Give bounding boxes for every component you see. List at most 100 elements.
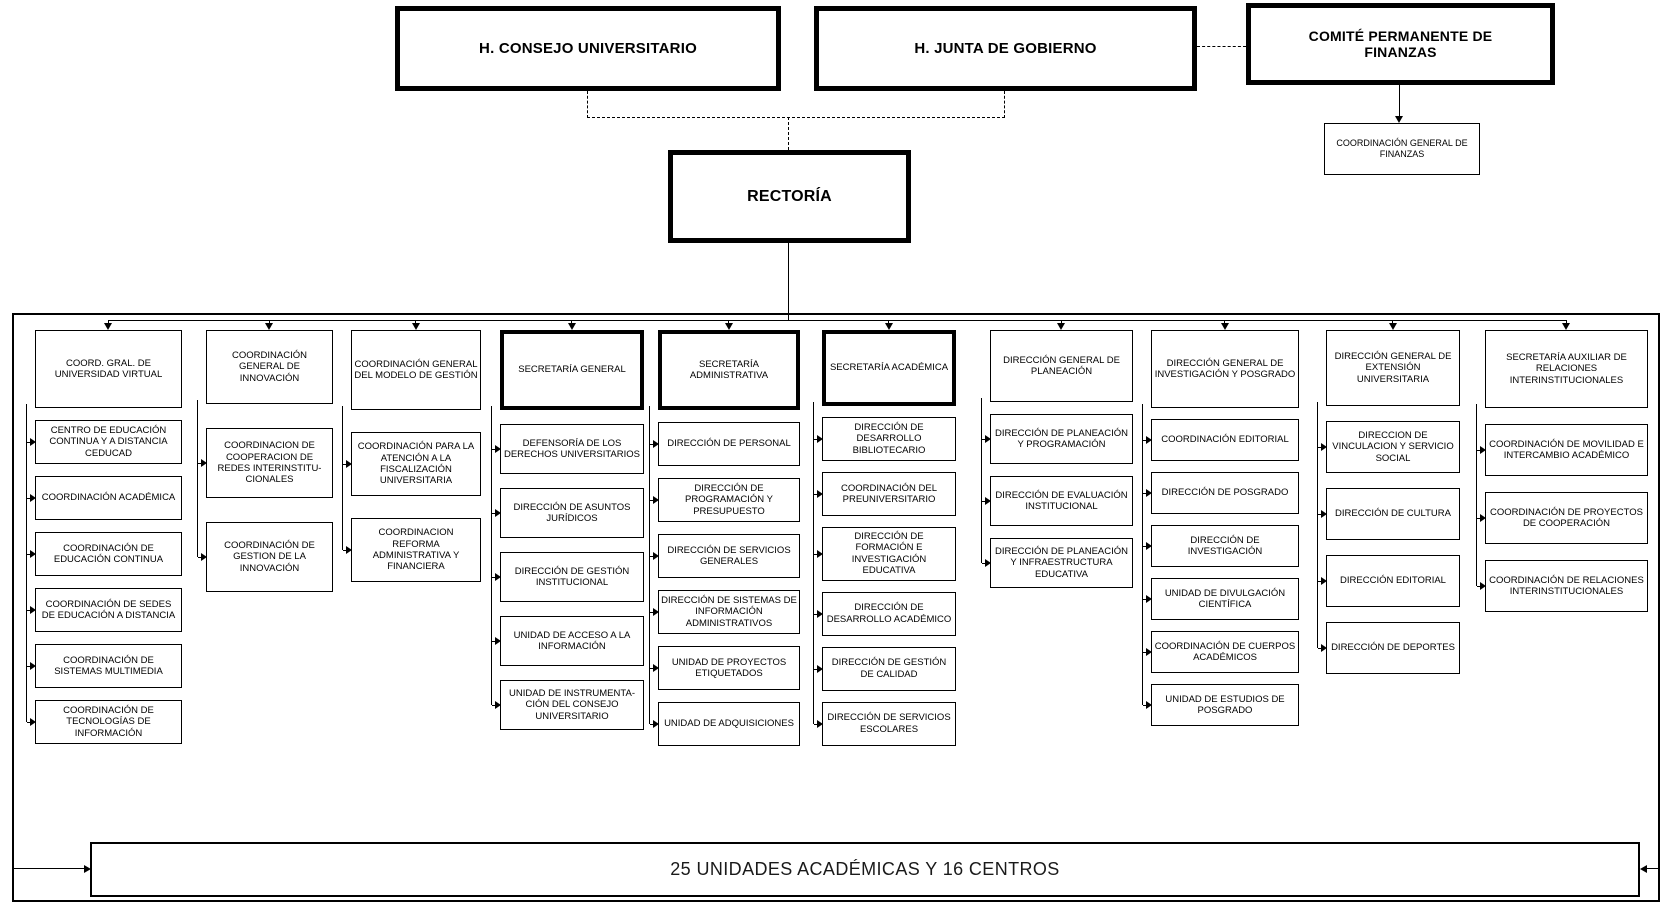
arrowhead-down — [1395, 116, 1403, 123]
org-column: SECRETARÍA ACADÉMICA DIRECCIÓN DE DESARRO… — [812, 330, 956, 746]
connector-line — [1392, 320, 1394, 325]
connector-line — [1399, 85, 1400, 118]
arrowhead-down — [1220, 323, 1229, 330]
org-box: COORDINACIÓN DE MOVILIDAD E INTERCAMBIO … — [1476, 424, 1648, 476]
org-box: COORDINACIÓN EDITORIAL — [1142, 419, 1299, 461]
arrowhead-down — [884, 323, 893, 330]
org-box: UNIDAD DE ESTUDIOS DE POSGRADO — [1142, 684, 1299, 726]
org-box: COORDINACIÓN PARA LA ATENCIÓN A LA FISCA… — [342, 432, 481, 496]
org-box: COORDINACIÓN DE CUERPOS ACADÉMICOS — [1142, 631, 1299, 673]
connector-line — [415, 320, 417, 325]
connector-rail — [1316, 402, 1318, 648]
box-rectoria: RECTORÍA — [668, 150, 911, 243]
org-head-box: SECRETARÍA ADMINISTRATIVA — [658, 330, 800, 410]
org-box: UNIDAD DE ADQUISICIONES — [649, 702, 800, 746]
arrowhead-down — [1562, 323, 1570, 330]
connector-rail — [196, 400, 198, 557]
org-column: SECRETARÍA AUXILIAR DE RELACIONES INTERI… — [1475, 330, 1648, 612]
org-box: DIRECCIÓN DE SERVICIOS ESCOLARES — [813, 701, 956, 746]
org-box: DIRECCIÓN DE PROGRAMACIÓN Y PRESUPUESTO — [649, 478, 800, 522]
connector-rail — [980, 398, 982, 563]
connector-line — [788, 243, 789, 320]
connector-rail — [648, 406, 650, 724]
org-box: DIRECCIÓN DE EVALUACIÓN INSTITUCIONAL — [981, 476, 1133, 526]
org-column: COORD. GRAL. DE UNIVERSIDAD VIRTUAL CENTR… — [25, 330, 182, 744]
org-box: DIRECCIÓN DE PERSONAL — [649, 422, 800, 466]
org-box: CENTRO DE EDUCACIÓN CONTINUA Y A DISTANC… — [26, 420, 182, 464]
org-box: COORDINACION DE COOPERACION DE REDES INT… — [197, 428, 333, 498]
org-box: DIRECCIÓN DE PLANEACIÓN Y PROGRAMACIÓN — [981, 414, 1133, 464]
org-chart-frame — [12, 313, 1660, 902]
org-box: DIRECCIÓN DE SERVICIOS GENERALES — [649, 534, 800, 578]
org-box: COORDINACIÓN DE GESTION DE LA INNOVACIÓN — [197, 522, 333, 592]
connector-rail — [341, 406, 343, 550]
org-box: COORDINACIÓN DE EDUCACIÓN CONTINUA — [26, 532, 182, 576]
connector-dashed — [1004, 91, 1005, 118]
org-head-box: SECRETARÍA ACADÉMICA — [822, 330, 956, 406]
connector-rail — [812, 402, 814, 724]
connector-dashed — [587, 91, 588, 118]
org-head-box: COORDINACIÓN GENERAL DE INNOVACIÓN — [206, 330, 333, 404]
connector-line — [1060, 320, 1062, 325]
org-box: COORDINACION REFORMA ADMINISTRATIVA Y FI… — [342, 518, 481, 582]
org-box: UNIDAD DE ACCESO A LA INFORMACIÓN — [491, 616, 644, 666]
org-box: DIRECCIÓN DE SISTEMAS DE INFORMACIÓN ADM… — [649, 590, 800, 634]
connector-line — [1647, 868, 1658, 869]
org-head-box: SECRETARÍA GENERAL — [500, 330, 644, 410]
org-box: DIRECCIÓN EDITORIAL — [1317, 555, 1460, 607]
org-box: COORDINACIÓN DE SISTEMAS MULTIMEDIA — [26, 644, 182, 688]
org-column: SECRETARÍA GENERAL DEFENSORÍA DE LOS DERE… — [490, 330, 644, 730]
arrowhead-down — [1388, 323, 1397, 330]
org-head-box: COORDINACIÓN GENERAL DEL MODELO DE GESTI… — [351, 330, 481, 410]
box-comite-permanente-finanzas: COMITÉ PERMANENTE DE FINANZAS — [1246, 3, 1555, 85]
arrowhead-left — [1640, 865, 1647, 873]
org-box: COORDINACIÓN ACADÉMICA — [26, 476, 182, 520]
arrowhead-down — [724, 323, 733, 330]
org-column: DIRECCIÓN GENERAL DE PLANEACIÓN DIRECCIÓN… — [980, 330, 1133, 588]
org-box: DIRECCIÓN DE DESARROLLO BIBLIOTECARIO — [813, 417, 956, 461]
arrowhead-down — [104, 323, 112, 330]
org-box: UNIDAD DE INSTRUMENTA-CIÓN DEL CONSEJO U… — [491, 680, 644, 730]
connector-rail — [1141, 404, 1143, 705]
connector-line — [268, 320, 270, 325]
org-box: COORDINACIÓN DEL PREUNIVERSITARIO — [813, 472, 956, 516]
connector-dashed — [587, 117, 1005, 118]
connector-line — [571, 320, 573, 325]
connector-line — [14, 868, 84, 869]
org-head-box: COORD. GRAL. DE UNIVERSIDAD VIRTUAL — [35, 330, 182, 408]
org-box: COORDINACIÓN DE PROYECTOS DE COOPERACIÓN — [1476, 492, 1648, 544]
arrowhead-down — [411, 323, 420, 330]
connector-line — [1565, 320, 1567, 325]
org-box: DIRECCIÓN DE DESARROLLO ACADÉMICO — [813, 591, 956, 636]
arrowhead-down — [567, 323, 576, 330]
arrowhead-down — [1057, 323, 1065, 330]
org-column: COORDINACIÓN GENERAL DE INNOVACIÓN COORDI… — [196, 330, 333, 592]
org-box: DIRECCIÓN DE INVESTIGACIÓN — [1142, 525, 1299, 567]
connector-rail — [490, 406, 492, 705]
connector-main-rail — [108, 320, 1567, 321]
org-box: DIRECCION DE VINCULACION Y SERVICIO SOCI… — [1317, 421, 1460, 473]
org-head-box: DIRECCIÓN GENERAL DE INVESTIGACIÓN Y POS… — [1151, 330, 1299, 408]
box-coordinacion-general-finanzas: COORDINACIÓN GENERAL DE FINANZAS — [1324, 123, 1480, 175]
org-box: COORDINACIÓN DE SEDES DE EDUCACIÓN A DIS… — [26, 588, 182, 632]
org-head-box: SECRETARÍA AUXILIAR DE RELACIONES INTERI… — [1485, 330, 1648, 408]
org-column: DIRECCIÓN GENERAL DE EXTENSIÓN UNIVERSIT… — [1316, 330, 1460, 674]
org-head-box: DIRECCIÓN GENERAL DE PLANEACIÓN — [990, 330, 1133, 402]
connector-rail — [25, 404, 27, 722]
org-head-box: DIRECCIÓN GENERAL DE EXTENSIÓN UNIVERSIT… — [1326, 330, 1460, 406]
org-column: SECRETARÍA ADMINISTRATIVA DIRECCIÓN DE PE… — [648, 330, 800, 746]
org-box: DIRECCIÓN DE FORMACIÓN E INVESTIGACIÓN E… — [813, 527, 956, 581]
connector-line — [728, 320, 730, 325]
arrowhead-down — [265, 323, 273, 330]
box-unidades-academicas: 25 UNIDADES ACADÉMICAS Y 16 CENTROS — [90, 842, 1640, 897]
org-box: COORDINACIÓN DE TECNOLOGÍAS DE INFORMACI… — [26, 700, 182, 744]
arrowhead-right — [84, 865, 91, 873]
org-box: DIRECCIÓN DE ASUNTOS JURÍDICOS — [491, 488, 644, 538]
org-box: DIRECCIÓN DE CULTURA — [1317, 488, 1460, 540]
org-box: UNIDAD DE DIVULGACIÓN CIENTÍFICA — [1142, 578, 1299, 620]
connector-line — [107, 320, 109, 325]
org-column: DIRECCIÓN GENERAL DE INVESTIGACIÓN Y POS… — [1141, 330, 1299, 726]
org-box: DEFENSORÍA DE LOS DERECHOS UNIVERSITARIO… — [491, 424, 644, 474]
connector-line — [888, 320, 890, 325]
